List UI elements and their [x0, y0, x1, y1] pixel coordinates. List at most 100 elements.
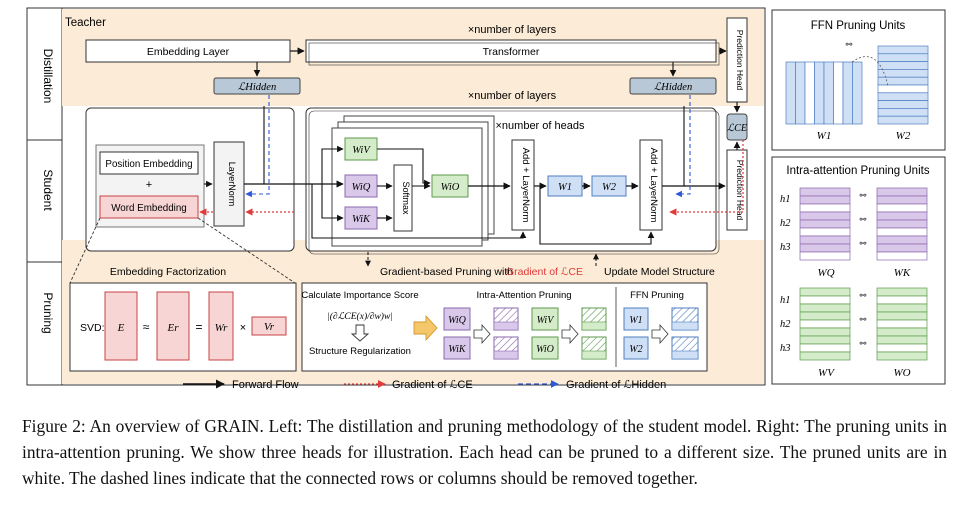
- ffn-pruning-label: FFN Pruning: [630, 290, 684, 301]
- ffn-w1-matrix: [785, 61, 863, 125]
- wk-row: [876, 195, 928, 205]
- wv-row: [799, 351, 851, 361]
- student-wq-label: WiQ: [352, 182, 371, 193]
- loss-ce-label: ℒCE: [727, 123, 747, 134]
- ffn-w2-row: [877, 61, 929, 70]
- loss-hidden-left-label: ℒHidden: [238, 82, 276, 93]
- wq-row: [799, 251, 851, 261]
- link-icon: ⚯: [846, 40, 853, 49]
- wv-row: [799, 295, 851, 305]
- wo-row: [876, 287, 928, 297]
- prune-wq-label: WiQ: [448, 315, 467, 326]
- student-softmax: [393, 164, 413, 232]
- svd-wr-label: Wr: [215, 322, 229, 334]
- teacher-label: Teacher: [65, 17, 106, 29]
- prune-wq: [443, 307, 471, 331]
- right-arrow-icon: [413, 314, 438, 342]
- ffn-w1-column: [785, 61, 796, 125]
- section-label-student: Student: [41, 169, 55, 211]
- prune-w2-label: W2: [629, 344, 642, 355]
- ffn-w1-label: W1: [817, 130, 832, 142]
- ffn-w2-row: [877, 45, 929, 55]
- wv-row: [799, 343, 851, 353]
- prune-wv-label: WiV: [537, 315, 556, 326]
- word-embedding-box: [99, 195, 199, 219]
- heads-label: ×number of heads: [496, 120, 585, 132]
- svd-label: SVD:: [80, 322, 105, 334]
- intra-attention-matrices: ⚯⚯⚯⚯⚯⚯: [799, 187, 928, 361]
- wv-row: [799, 287, 851, 297]
- intra-attention-pruning-label: Intra-Attention Pruning: [476, 290, 571, 301]
- section-label-distillation: Distillation: [41, 49, 55, 104]
- right-arrow-icon: [561, 323, 579, 345]
- wk-row: [876, 251, 928, 261]
- intra-wq-label: WQ: [817, 267, 834, 279]
- teacher-prediction-head-label: Prediction Head: [735, 30, 745, 91]
- wq-row: [799, 195, 851, 205]
- wq-row: [799, 219, 851, 229]
- prune-wk-label: WiK: [448, 344, 467, 355]
- wv-row: [799, 327, 851, 337]
- wo-row: [876, 327, 928, 337]
- wk-row: [876, 187, 928, 197]
- student-layernorm-label: LayerNorm: [227, 162, 237, 207]
- add-layernorm-1-label: Add + LayerNorm: [520, 148, 531, 223]
- wk-row: [876, 203, 928, 213]
- ffn-units-title: FFN Pruning Units: [811, 20, 906, 32]
- update-structure-label: Update Model Structure: [604, 266, 715, 278]
- link-icon: ⚯: [860, 315, 867, 324]
- student-prediction-head-label: Prediction Head: [735, 160, 745, 221]
- wo-row: [876, 343, 928, 353]
- ffn-w1-column: [814, 61, 825, 125]
- svd-vr-label: Vr: [264, 321, 275, 333]
- add-layernorm-1: [511, 139, 535, 231]
- wo-row: [876, 351, 928, 361]
- ffn-w2-row: [877, 108, 929, 117]
- link-icon: ⚯: [860, 339, 867, 348]
- wq-row: [799, 243, 851, 253]
- legend-forward-flow: Forward Flow: [232, 379, 299, 391]
- down-arrow-icon: [350, 324, 370, 342]
- link-icon: ⚯: [860, 215, 867, 224]
- prune-wv: [531, 307, 559, 331]
- head-label-h1: h1: [780, 194, 791, 205]
- structure-reg-label: Structure Regularization: [309, 346, 411, 357]
- ffn-w2-row: [877, 53, 929, 62]
- gradient-pruning-label: Gradient-based Pruning with: [380, 266, 513, 278]
- teacher-transformer-label: Transformer: [483, 46, 540, 58]
- teacher-layers-label: ×number of layers: [468, 24, 557, 36]
- loss-hidden-right-label: ℒHidden: [654, 82, 692, 93]
- head-label-h1-vo: h1: [780, 295, 791, 306]
- head-label-h2: h2: [780, 218, 791, 229]
- prune-w2: [623, 336, 649, 360]
- teacher-embedding-label: Embedding Layer: [147, 46, 230, 58]
- wq-row: [799, 211, 851, 221]
- right-arrow-icon: [651, 323, 669, 345]
- wk-row: [876, 235, 928, 245]
- head-label-h3: h3: [780, 242, 791, 253]
- calc-importance-label: Calculate Importance Score: [301, 290, 418, 301]
- wo-row: [876, 311, 928, 321]
- student-w1-label: W1: [558, 182, 572, 193]
- word-embedding-label: Word Embedding: [111, 203, 187, 214]
- embedding-plus: +: [146, 179, 152, 191]
- svd-wr: [208, 291, 234, 361]
- wv-row: [799, 311, 851, 321]
- grain-overview-diagram: Distillation Student Pruning Teacher ×nu…: [26, 7, 946, 391]
- figure-caption: Figure 2: An overview of GRAIN. Left: Th…: [22, 416, 947, 488]
- wo-row: [876, 303, 928, 313]
- ffn-w2-row: [877, 115, 929, 125]
- ffn-w2-label: W2: [896, 130, 911, 142]
- svd-equals: =: [195, 320, 202, 334]
- link-icon: ⚯: [860, 291, 867, 300]
- student-wo-label: WiO: [441, 182, 460, 193]
- svd-vr: [251, 316, 287, 336]
- embedding-factorization-label: Embedding Factorization: [110, 266, 226, 278]
- legend-gradient-hidden: Gradient of ℒHidden: [566, 379, 666, 391]
- svd-er: [156, 291, 190, 361]
- add-layernorm-2: [639, 139, 663, 231]
- wk-row: [876, 243, 928, 253]
- wq-row: [799, 235, 851, 245]
- teacher-transformer: [305, 39, 717, 63]
- intra-wv-label: WV: [818, 367, 835, 379]
